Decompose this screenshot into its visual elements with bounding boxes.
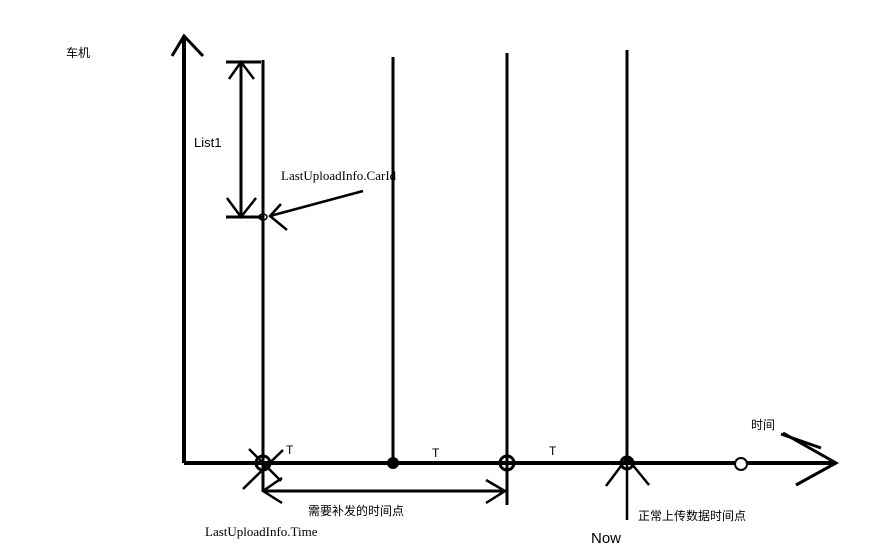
x-axis-arrowhead xyxy=(782,431,840,487)
resend-range-right-arrowhead xyxy=(485,478,508,505)
y-axis-label: 车机 xyxy=(66,46,91,60)
x-axis-label: 时间 xyxy=(751,418,776,432)
time-cross-stroke-1 xyxy=(242,449,284,490)
car-id-pointer-line xyxy=(269,189,364,218)
time-cross-stroke-2 xyxy=(248,448,282,482)
interval-label-2: T xyxy=(432,446,440,460)
y-axis-arrowhead xyxy=(170,33,205,58)
time-label-stroke xyxy=(780,432,822,450)
resend-points-label: 需要补发的时间点 xyxy=(308,504,405,518)
future-time-point-marker xyxy=(734,457,748,471)
now-label: Now xyxy=(591,530,622,547)
time-label: LastUploadInfo.Time xyxy=(205,524,318,539)
car-id-pointer-arrowhead xyxy=(268,203,288,231)
time-point-marker-2 xyxy=(387,457,399,469)
list1-range-top-arrowhead xyxy=(227,59,255,80)
interval-label-3: T xyxy=(549,444,557,458)
car-id-point-marker xyxy=(258,213,268,221)
normal-points-label: 正常上传数据时间点 xyxy=(638,509,747,523)
car-id-label: LastUploadInfo.CarId xyxy=(281,168,397,183)
interval-label-1: T xyxy=(286,443,294,457)
list1-range-bottom-arrowhead xyxy=(225,197,257,220)
list1-label: List1 xyxy=(194,135,222,150)
resend-range-left-arrowhead xyxy=(260,476,283,505)
time-point-marker-3 xyxy=(498,454,516,472)
